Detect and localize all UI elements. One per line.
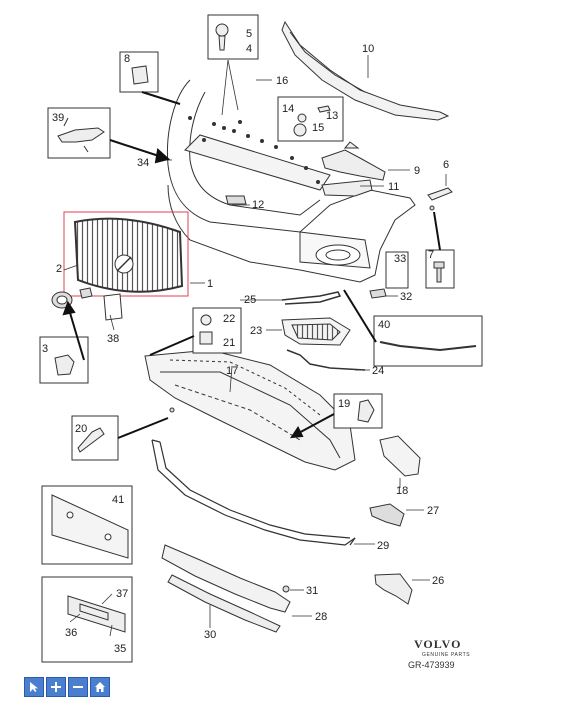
bracket-26[interactable] [374,573,413,605]
callout-27: 27 [427,505,439,517]
callout-36: 36 [65,627,77,639]
callout-32: 32 [400,291,412,303]
home-button[interactable] [90,677,110,697]
leader-lines [63,55,447,637]
bumper-cover[interactable] [166,79,416,283]
callout-19: 19 [338,398,350,410]
home-icon [95,682,105,692]
cursor-icon [30,682,38,692]
brand-name: VOLVO [414,637,461,651]
callout-35: 35 [114,643,126,655]
center-bracket-12[interactable] [225,195,247,205]
callout-24: 24 [372,365,384,377]
callout-9: 9 [414,165,420,177]
callout-17: 17 [226,365,238,377]
callout-11: 11 [388,181,399,193]
inset-box-20 [71,415,119,461]
emblem-bracket[interactable] [51,287,93,309]
callout-18: 18 [396,485,408,497]
fog-lamp-cover-23[interactable] [281,317,351,346]
front-grille[interactable] [73,217,184,293]
lower-strip-28[interactable] [161,544,291,613]
bumper-clips [188,116,320,184]
diagram-reference: GR-473939 [408,660,455,670]
lower-strip-30[interactable] [167,574,281,633]
callout-labels: 1 2 3 4 5 6 7 8 9 10 11 12 13 14 15 16 1… [42,28,449,655]
callout-29: 29 [377,540,389,552]
callout-8: 8 [124,53,130,65]
inset-box-33 [385,251,409,289]
callout-4: 4 [246,43,252,55]
callout-16: 16 [276,75,288,87]
callout-12: 12 [252,199,264,211]
callout-10: 10 [362,43,374,55]
grille-highlight-box [63,211,189,297]
callout-37: 37 [116,588,128,600]
cover-plate-38[interactable] [103,293,123,321]
trim-piece-18[interactable] [379,435,421,477]
callout-14: 14 [282,103,294,115]
inset-box-40 [373,315,483,367]
callout-13: 13 [326,110,338,122]
callout-3: 3 [42,343,48,355]
lower-spoiler[interactable] [151,439,356,546]
callout-15: 15 [312,122,324,134]
callout-28: 28 [315,611,327,623]
inset-box-39 [47,107,111,159]
callout-20: 20 [75,423,87,435]
callout-26: 26 [432,575,444,587]
callout-22: 22 [223,313,235,325]
callout-39: 39 [52,112,64,124]
bracket-6[interactable] [427,187,453,201]
callout-7: 7 [428,249,434,261]
callout-6: 6 [443,159,449,171]
pointer-arrows [62,91,441,439]
callout-25: 25 [244,294,256,306]
zoom-out-button[interactable] [68,677,88,697]
callout-33: 33 [394,253,406,265]
inset-box-21-22 [192,307,242,354]
callout-23: 23 [250,325,262,337]
callout-30: 30 [204,629,216,641]
side-bracket[interactable] [321,141,386,197]
callout-2: 2 [56,263,62,275]
callout-41: 41 [112,494,124,506]
underbody-shield[interactable] [144,349,356,471]
callout-38: 38 [107,333,119,345]
brand-block: VOLVO GENUINE PARTS GR-473939 [408,637,470,670]
trim-strip-24[interactable] [286,349,366,371]
callout-1: 1 [207,278,213,290]
diagram-toolbar [24,677,110,697]
callout-31: 31 [306,585,318,597]
callout-21: 21 [223,337,235,349]
upper-deflector[interactable] [281,20,450,121]
trim-strip-25[interactable] [281,291,342,305]
callout-40: 40 [378,319,390,331]
brand-subtitle: GENUINE PARTS [422,652,470,658]
inset-box-41 [41,485,133,565]
callout-5: 5 [246,28,252,40]
select-tool-button[interactable] [24,677,44,697]
callout-34: 34 [137,157,149,169]
plus-icon [51,682,61,692]
inset-box-19 [333,393,383,429]
inset-box-8 [119,51,159,93]
minus-icon [73,686,83,688]
inset-box-35-37 [41,576,133,663]
zoom-in-button[interactable] [46,677,66,697]
inset-box-13-15 [277,96,344,142]
bracket-27[interactable] [369,503,405,527]
inset-box-4-5 [207,14,259,60]
